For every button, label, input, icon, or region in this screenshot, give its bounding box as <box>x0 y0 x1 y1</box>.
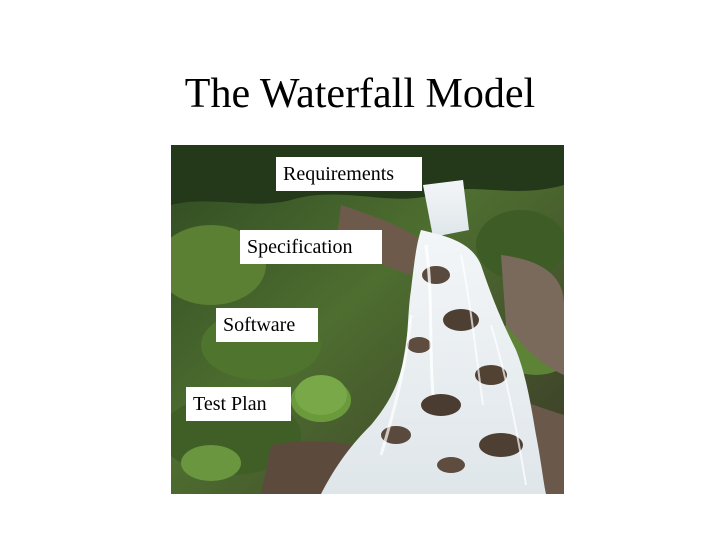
stage-label-requirements: Requirements <box>276 157 422 191</box>
stage-label-software: Software <box>216 308 318 342</box>
slide-title: The Waterfall Model <box>184 71 536 117</box>
stage-label-specification: Specification <box>240 230 382 264</box>
stage-label-test-plan: Test Plan <box>186 387 291 421</box>
